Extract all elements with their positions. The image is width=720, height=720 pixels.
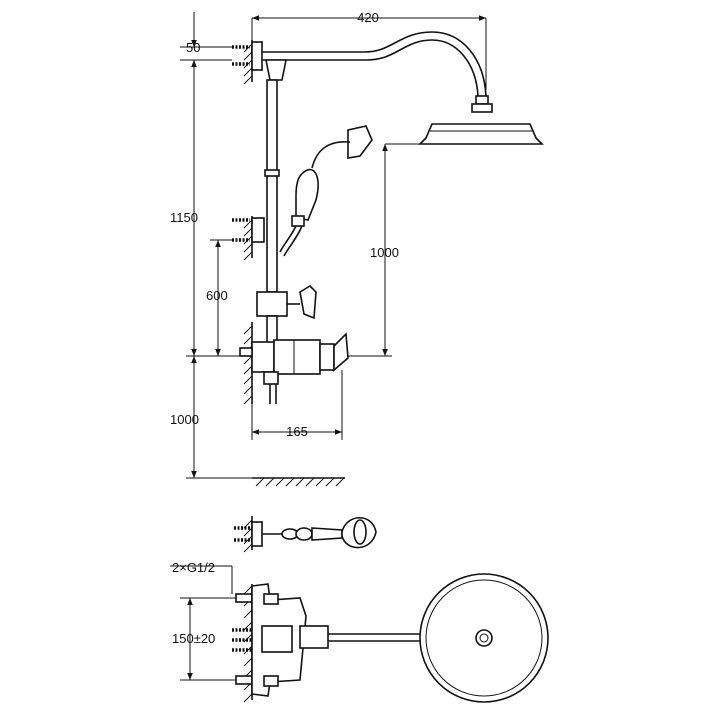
top-wall-bracket [251, 41, 263, 71]
dim-valve-depth: 165 [286, 424, 308, 439]
dim-column-height: 1150 [170, 210, 198, 225]
shower-arm [262, 31, 487, 97]
dim-inlet-spacing: 150±20 [172, 631, 215, 646]
wall-hatch-lower [243, 322, 253, 405]
floor-line [252, 477, 345, 487]
riser-column [266, 79, 278, 293]
dim-head-above-valve: 1000 [370, 245, 399, 260]
dim-top-offset: 50 [186, 40, 200, 55]
arm-t-joint [265, 59, 287, 81]
overhead-shower-head [418, 95, 544, 145]
mid-wall-bracket [251, 217, 265, 243]
wall-screws-top [232, 45, 250, 242]
plan-view: 2×G1/2 150±20 [170, 560, 549, 703]
dim-head-reach: 420 [357, 10, 379, 25]
hand-shower-holder-detail [234, 516, 377, 553]
wall-hatch-mid [243, 216, 253, 261]
slider-bracket [256, 284, 317, 345]
dim-valve-from-floor: 1000 [170, 412, 199, 427]
thermostatic-valve [239, 332, 349, 404]
front-elevation: 420 50 1150 1000 600 1000 165 [170, 10, 544, 487]
hand-shower [279, 125, 373, 257]
dim-inlet-thread: 2×G1/2 [172, 560, 215, 575]
dim-lower-bracket: 600 [206, 288, 228, 303]
